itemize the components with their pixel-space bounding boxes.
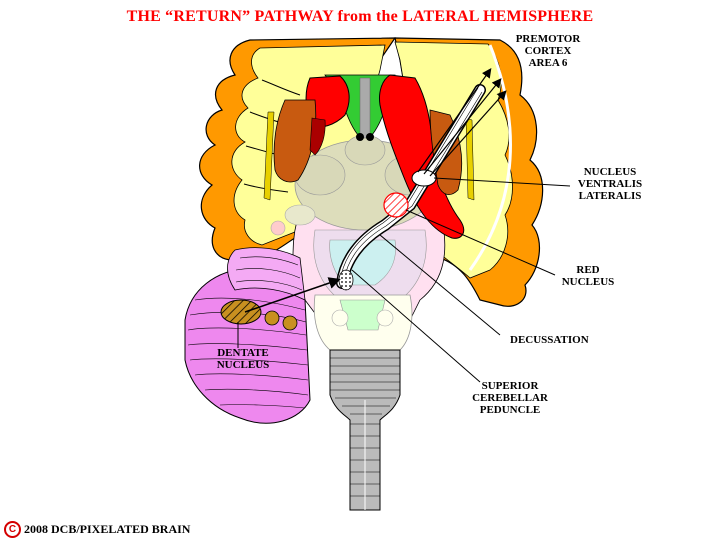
- copyright-text: 2008 DCB/PIXELATED BRAIN: [24, 522, 191, 536]
- label-line: PREMOTOR: [515, 33, 581, 45]
- label-line: DENTATE: [217, 347, 269, 359]
- label-nucleus-ventralis-lateralis: NUCLEUS VENTRALIS LATERALIS: [560, 166, 660, 202]
- leader-decussation: [379, 234, 501, 336]
- label-line: LATERALIS: [578, 190, 642, 202]
- label-line: NUCLEUS: [561, 276, 615, 288]
- label-line: CEREBELLAR: [472, 392, 548, 404]
- cerebellum: [184, 267, 311, 424]
- red-nucleus: [383, 192, 409, 218]
- label-line: CORTEX: [524, 45, 572, 57]
- label-line: RED: [576, 264, 600, 276]
- nucleus-ventralis-lateralis: [411, 169, 437, 187]
- label-line: PEDUNCLE: [479, 404, 541, 416]
- label-line: AREA 6: [528, 57, 568, 69]
- leader-scp: [351, 269, 481, 383]
- label-superior-cerebellar-peduncle: SUPERIOR CEREBELLAR PEDUNCLE: [460, 380, 560, 416]
- leader-nvl: [433, 177, 571, 187]
- label-premotor-cortex: PREMOTOR CORTEX AREA 6: [508, 33, 588, 69]
- label-line: VENTRALIS: [577, 178, 643, 190]
- page-title: THE “RETURN” PATHWAY from the LATERAL HE…: [126, 8, 594, 25]
- copyright-notice: C 2008 DCB/PIXELATED BRAIN: [4, 521, 190, 538]
- label-line: NUCLEUS: [216, 359, 270, 371]
- leader-red-nucleus: [405, 209, 556, 276]
- label-decussation: DECUSSATION: [510, 334, 589, 346]
- dentate-nucleus: [220, 299, 262, 325]
- label-red-nucleus: RED NUCLEUS: [548, 264, 628, 288]
- copyright-icon: C: [4, 521, 21, 538]
- label-line: SUPERIOR: [481, 380, 539, 392]
- projection-arrows: [417, 68, 507, 177]
- label-line: NUCLEUS: [583, 166, 637, 178]
- dentate-arrow: [244, 277, 341, 313]
- label-dentate-nucleus: DENTATE NUCLEUS: [198, 347, 288, 371]
